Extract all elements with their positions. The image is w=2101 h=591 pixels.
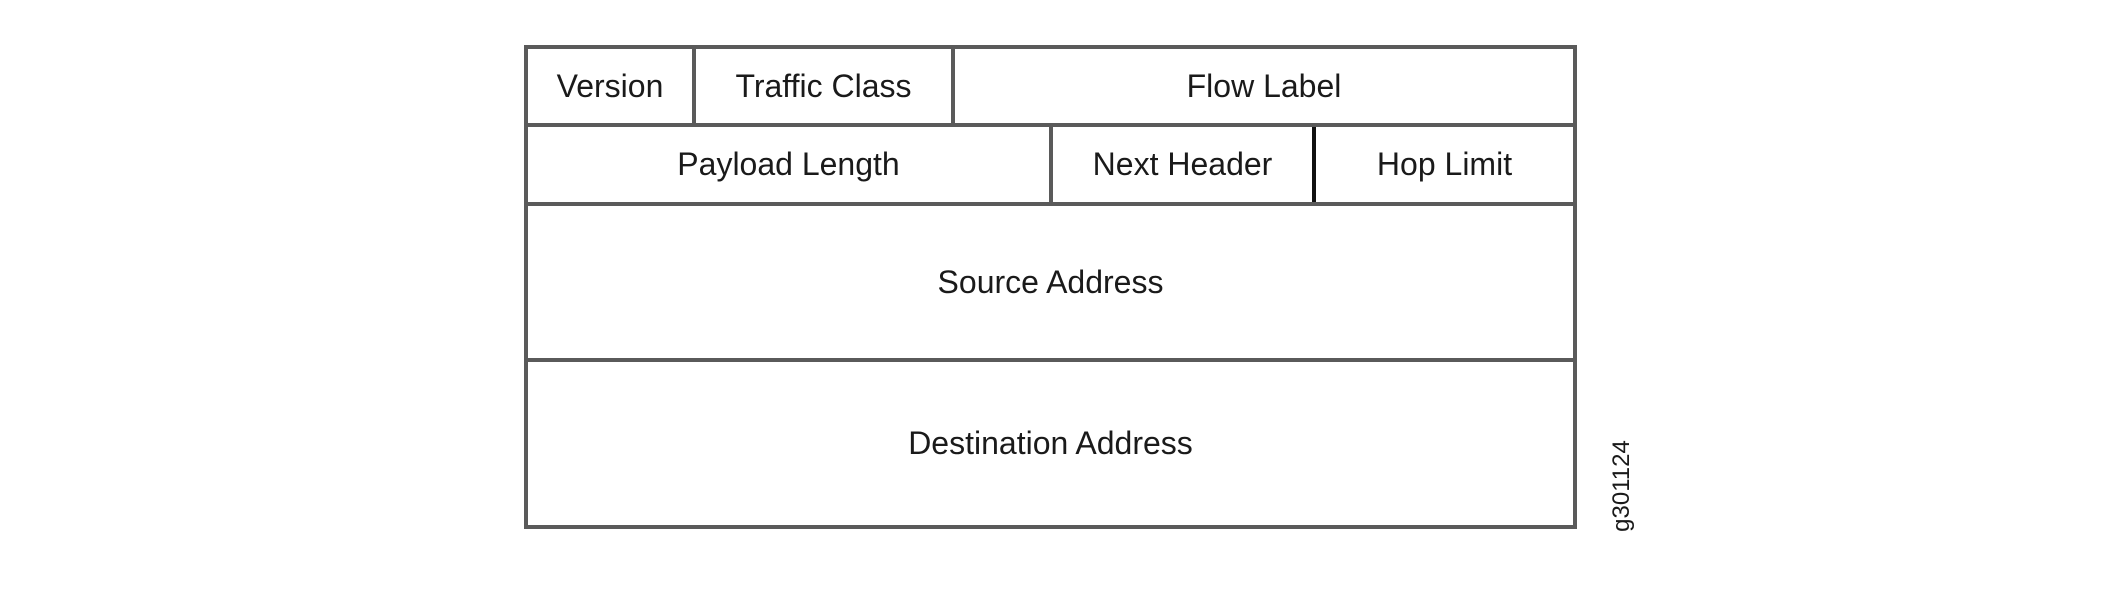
payload-length-field: Payload Length bbox=[528, 127, 1053, 202]
header-row-2: Payload Length Next Header Hop Limit bbox=[528, 127, 1573, 206]
next-header-field: Next Header bbox=[1053, 127, 1316, 202]
flow-label-label: Flow Label bbox=[1186, 67, 1342, 104]
header-row-1: Version Traffic Class Flow Label bbox=[528, 49, 1573, 127]
destination-address-field: Destination Address bbox=[528, 362, 1573, 525]
traffic-class-field: Traffic Class bbox=[696, 49, 955, 123]
destination-address-row: Destination Address bbox=[528, 362, 1573, 525]
hop-limit-label: Hop Limit bbox=[1376, 146, 1513, 182]
payload-length-label: Payload Length bbox=[677, 146, 900, 182]
flow-label-field: Flow Label bbox=[955, 49, 1573, 123]
hop-limit-field: Hop Limit bbox=[1316, 127, 1573, 202]
version-label: Version bbox=[556, 67, 664, 104]
source-address-row: Source Address bbox=[528, 206, 1573, 362]
source-address-field: Source Address bbox=[528, 206, 1573, 358]
traffic-class-label: Traffic Class bbox=[735, 67, 912, 104]
version-field: Version bbox=[528, 49, 696, 123]
figure-id-text: g301124 bbox=[1608, 440, 1635, 532]
ipv6-header-diagram: Version Traffic Class Flow Label Payload… bbox=[524, 45, 1577, 529]
source-address-label: Source Address bbox=[937, 263, 1164, 300]
destination-address-label: Destination Address bbox=[908, 425, 1193, 461]
figure-id-label: g301124 bbox=[1602, 436, 1642, 536]
next-header-label: Next Header bbox=[1092, 146, 1273, 182]
